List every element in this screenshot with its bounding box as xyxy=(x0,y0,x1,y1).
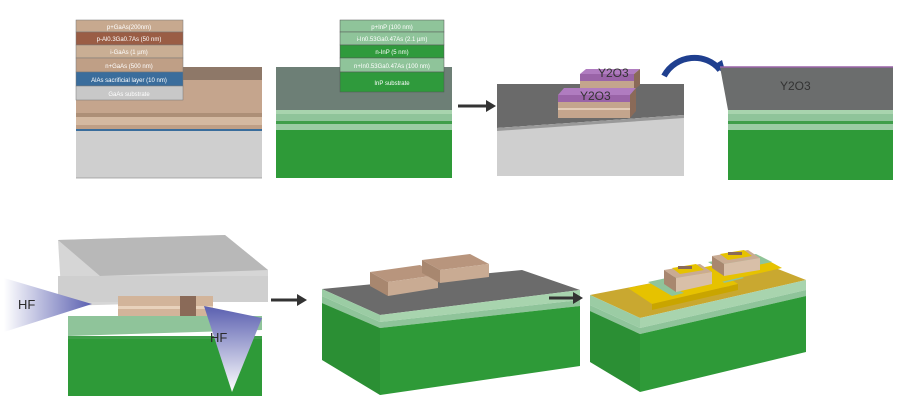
hf-label: HF xyxy=(18,297,35,312)
final-device-block xyxy=(590,250,806,392)
y2o3-label: Y2O3 xyxy=(580,89,611,103)
gaas-mesa-block: Y2O3 Y2O3 xyxy=(497,66,684,176)
gaas-layer-legend: p+GaAs(200nm) p-Al0.3Ga0.7As (50 nm) i-G… xyxy=(75,19,184,101)
inp-layer-label: p+InP (100 nm) xyxy=(371,25,412,31)
inp-layer-label: InP substrate xyxy=(374,81,410,87)
y2o3-mesa-front: Y2O3 xyxy=(558,88,636,118)
hf-label: HF xyxy=(210,330,227,345)
bonded-mesa-block xyxy=(322,254,580,395)
process-arrow xyxy=(458,100,496,112)
bonded-mesa xyxy=(422,254,489,283)
inp-layer-label: n-InP (5 nm) xyxy=(375,50,408,56)
hf-arrow-left: HF xyxy=(4,278,92,332)
inp-layer-5 xyxy=(339,71,445,93)
process-arrow xyxy=(271,294,307,306)
gaas-layer-label: n+GaAs (500 nm) xyxy=(105,64,153,70)
hf-arrow-bottom: HF xyxy=(204,306,262,392)
inp-layer-legend: p+InP (100 nm) i-In0.53Ga0.47As (2.1 µm)… xyxy=(339,19,445,93)
gaas-layer-label: GaAs substrate xyxy=(108,92,150,98)
gaas-layer-label: p-Al0.3Ga0.7As (50 nm) xyxy=(97,37,162,43)
gaas-layer-6 xyxy=(75,85,184,101)
device-mesa xyxy=(712,250,760,276)
inp-layer-label: i-In0.53Ga0.47As (2.1 µm) xyxy=(357,37,428,43)
gaas-layer-label: AlAs sacrificial layer (10 nm) xyxy=(91,78,167,84)
device-mesa xyxy=(664,264,712,292)
bonded-mesa xyxy=(370,265,438,296)
inp-layer-label: n+In0.53Ga0.47As (100 nm) xyxy=(354,64,430,70)
flip-arrow xyxy=(661,54,726,78)
inp-y2o3-block: Y2O3 xyxy=(720,66,893,180)
process-arrow xyxy=(549,292,583,304)
gaas-layer-label: i-GaAs (1 µm) xyxy=(110,50,147,56)
y2o3-label: Y2O3 xyxy=(598,66,629,80)
gaas-layer-label: p+GaAs(200nm) xyxy=(107,25,151,31)
bonding-hf-block: HF HF xyxy=(4,235,268,396)
y2o3-mesa-back: Y2O3 xyxy=(580,66,640,90)
y2o3-label: Y2O3 xyxy=(780,79,811,93)
